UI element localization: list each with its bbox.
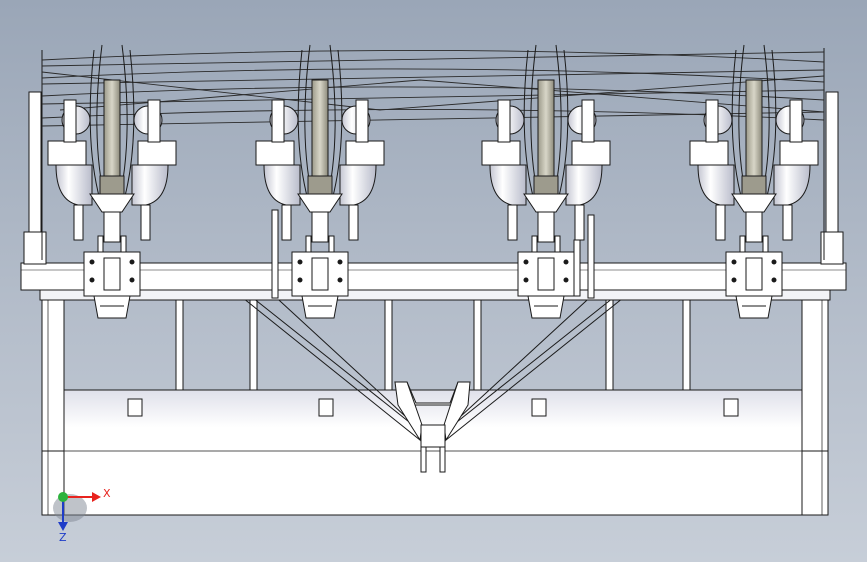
triad-z-arrow-icon — [58, 522, 68, 531]
orientation-triad: X Z — [53, 487, 111, 544]
center-funnel — [394, 381, 471, 473]
seeding-unit-4 — [689, 44, 819, 319]
main-beam — [20, 262, 847, 301]
diagonal-braces — [232, 289, 634, 441]
seeding-unit-2 — [255, 44, 385, 319]
triad-origin-icon — [58, 492, 68, 502]
beam-brackets — [271, 209, 595, 299]
side-plates — [23, 48, 844, 265]
seed-hopper — [41, 299, 829, 516]
triad-x-arrow-icon — [92, 492, 101, 502]
triad-shadow — [53, 494, 87, 522]
seeding-unit-1 — [47, 44, 177, 319]
overhead-bars — [41, 50, 825, 127]
triad-z-label: Z — [59, 531, 67, 544]
triad-x-label: X — [103, 487, 111, 500]
frame-posts — [175, 299, 691, 391]
seeding-unit-3 — [481, 44, 611, 319]
